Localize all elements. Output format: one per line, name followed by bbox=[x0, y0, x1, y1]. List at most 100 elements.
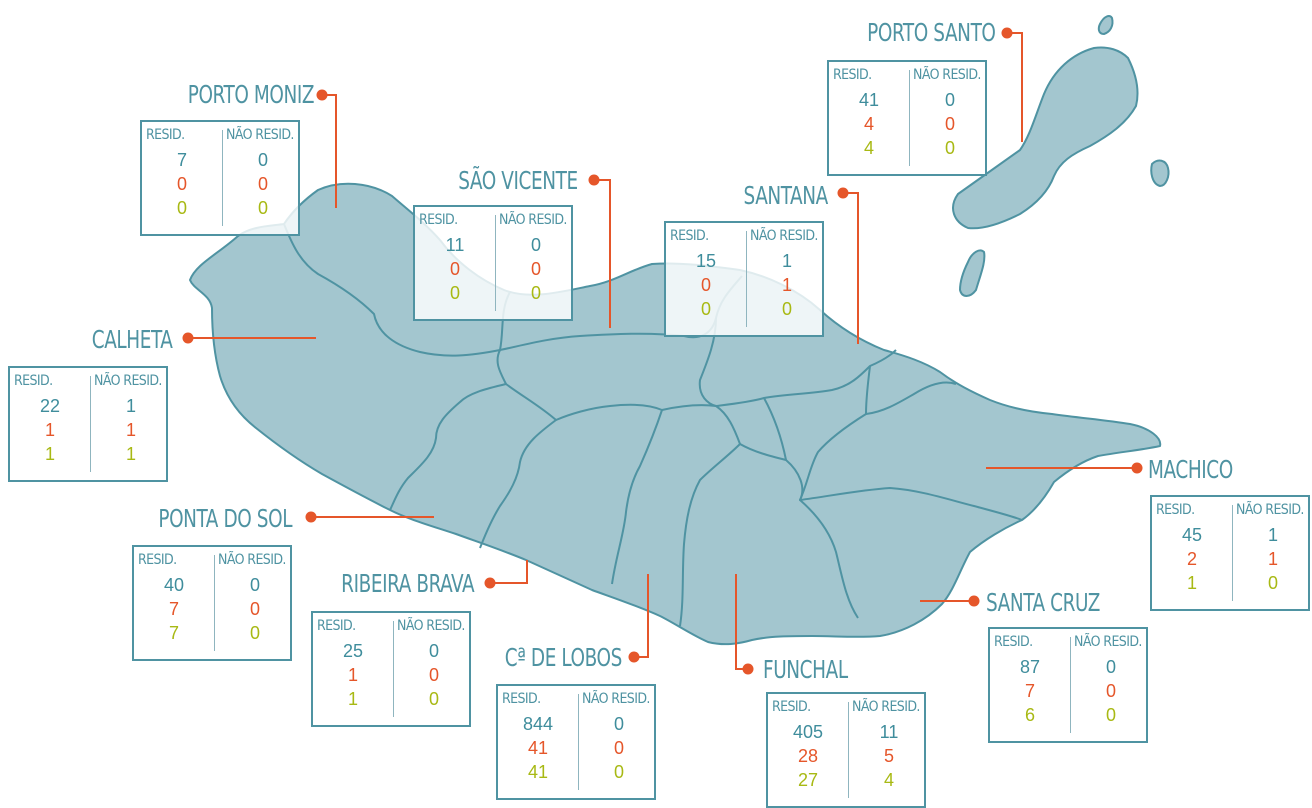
table-divider bbox=[1232, 505, 1233, 601]
value-cell: 1 bbox=[347, 665, 358, 685]
label-santana: SANTANA bbox=[743, 181, 829, 210]
value-cell: 1 bbox=[44, 444, 55, 464]
border-ribeira-brava bbox=[555, 403, 663, 585]
value-cell: 1 bbox=[1267, 525, 1278, 545]
value-cell: 11 bbox=[879, 722, 899, 742]
header-resid: RESID. bbox=[317, 618, 356, 634]
header-nao-resid: NÃO RESID. bbox=[582, 691, 650, 707]
header-resid: RESID. bbox=[502, 691, 541, 707]
value-cell: 7 bbox=[168, 623, 179, 643]
value-cell: 0 bbox=[257, 174, 268, 194]
value-cell: 0 bbox=[1105, 657, 1116, 677]
value-cell: 0 bbox=[449, 259, 460, 279]
value-cell: 0 bbox=[449, 283, 460, 303]
header-resid: RESID. bbox=[14, 373, 53, 389]
label-porto-moniz: PORTO MONIZ bbox=[187, 80, 315, 109]
header-resid: RESID. bbox=[772, 699, 811, 715]
border-porto-moniz bbox=[283, 223, 501, 357]
value-cell: 1 bbox=[125, 396, 136, 416]
label-ponta-do-sol: PONTA DO SOL bbox=[158, 504, 292, 533]
value-cell: 41 bbox=[527, 738, 549, 758]
table-divider bbox=[495, 215, 496, 311]
header-nao-resid: NÃO RESID. bbox=[913, 67, 981, 83]
value-cell: 1 bbox=[1186, 573, 1197, 593]
value-cell: 0 bbox=[1267, 573, 1278, 593]
value-cell: 0 bbox=[781, 299, 792, 319]
table-divider bbox=[393, 621, 394, 717]
value-cell: 1 bbox=[781, 275, 792, 295]
label-funchal: FUNCHAL bbox=[763, 655, 848, 684]
value-cell: 7 bbox=[176, 150, 187, 170]
label-machico: MACHICO bbox=[1148, 455, 1233, 484]
value-cell: 1 bbox=[44, 420, 55, 440]
value-cell: 25 bbox=[342, 641, 364, 661]
table-divider bbox=[909, 70, 910, 166]
value-cell: 1 bbox=[125, 444, 136, 464]
value-cell: 40 bbox=[163, 575, 185, 595]
value-cell: 1 bbox=[125, 420, 136, 440]
value-cell: 0 bbox=[944, 138, 955, 158]
header-nao-resid: NÃO RESID. bbox=[499, 212, 567, 228]
header-nao-resid: NÃO RESID. bbox=[94, 373, 162, 389]
border-machico bbox=[799, 365, 1023, 521]
value-cell: 11 bbox=[445, 235, 465, 255]
label-porto-santo: PORTO SANTO bbox=[867, 18, 997, 47]
label-santa-cruz: SANTA CRUZ bbox=[986, 588, 1101, 617]
border-calheta bbox=[389, 349, 507, 511]
value-cell: 0 bbox=[530, 283, 541, 303]
border-ponta-do-sol bbox=[479, 383, 557, 549]
value-cell: 0 bbox=[176, 174, 187, 194]
value-cell: 22 bbox=[39, 396, 61, 416]
table-calheta: RESID. NÃO RESID. 22 1 1 1 1 1 bbox=[8, 366, 168, 482]
value-cell: 0 bbox=[613, 714, 624, 734]
header-resid: RESID. bbox=[419, 212, 458, 228]
header-nao-resid: NÃO RESID. bbox=[226, 127, 294, 143]
value-cell: 0 bbox=[249, 599, 260, 619]
leader-lines bbox=[182, 27, 1143, 675]
column-nao-resid: 1 1 1 bbox=[91, 394, 171, 466]
value-cell: 28 bbox=[797, 746, 819, 766]
table-divider bbox=[214, 555, 215, 651]
label-sao-vicente: SÃO VICENTE bbox=[458, 166, 578, 195]
value-cell: 15 bbox=[695, 251, 717, 271]
value-cell: 1 bbox=[781, 251, 792, 271]
ilheu-da-cal bbox=[1097, 15, 1114, 35]
table-divider bbox=[746, 231, 747, 327]
value-cell: 0 bbox=[428, 641, 439, 661]
value-cell: 0 bbox=[530, 235, 541, 255]
value-cell: 0 bbox=[257, 198, 268, 218]
value-cell: 0 bbox=[700, 299, 711, 319]
value-cell: 4 bbox=[863, 114, 874, 134]
ilheu-de-cima bbox=[1150, 159, 1170, 187]
value-cell: 27 bbox=[797, 770, 819, 790]
header-nao-resid: NÃO RESID. bbox=[1074, 634, 1142, 650]
header-resid: RESID. bbox=[833, 67, 872, 83]
value-cell: 0 bbox=[613, 738, 624, 758]
value-cell: 844 bbox=[522, 714, 554, 734]
label-calheta: CALHETA bbox=[91, 325, 172, 354]
table-divider bbox=[848, 702, 849, 798]
column-resid: 22 1 1 bbox=[10, 394, 90, 466]
table-divider bbox=[578, 694, 579, 790]
value-cell: 4 bbox=[883, 770, 894, 790]
column-nao-resid: 1 1 0 bbox=[747, 249, 827, 321]
column-resid: 11 0 0 bbox=[415, 233, 495, 305]
